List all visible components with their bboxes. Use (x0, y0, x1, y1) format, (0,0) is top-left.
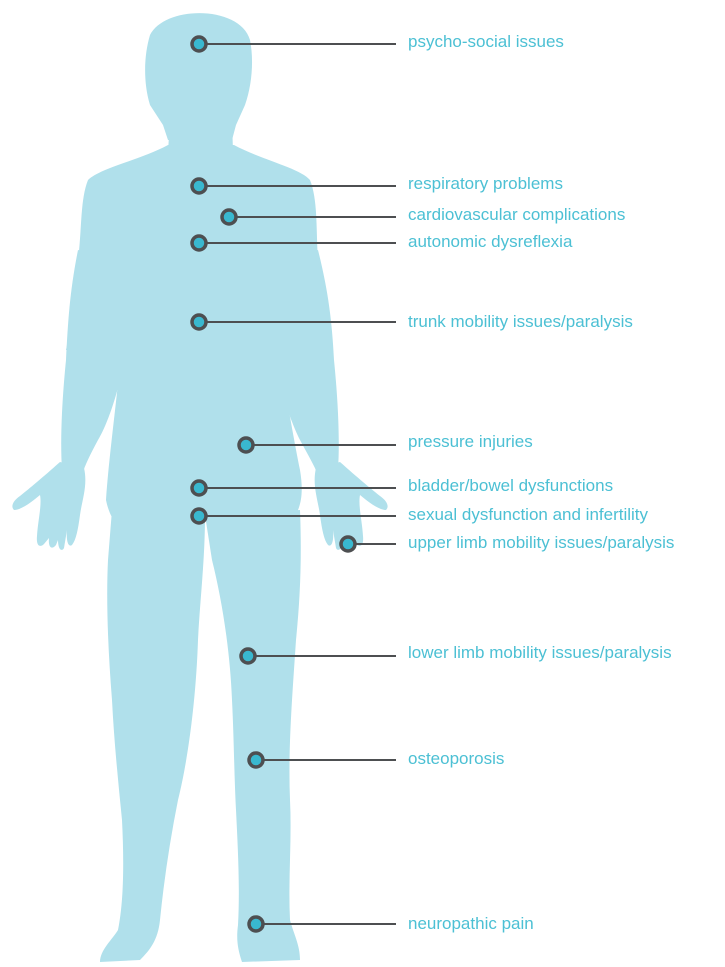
marker-lower-limb (241, 649, 255, 663)
label-cardiovascular: cardiovascular complications (408, 205, 625, 225)
label-bladder-bowel: bladder/bowel dysfunctions (408, 476, 613, 496)
label-respiratory: respiratory problems (408, 174, 563, 194)
label-trunk: trunk mobility issues/paralysis (408, 312, 633, 332)
silhouette-left-leg (100, 510, 205, 962)
marker-sexual (192, 509, 206, 523)
label-pressure: pressure injuries (408, 432, 533, 452)
label-autonomic: autonomic dysreflexia (408, 232, 572, 252)
label-lower-limb: lower limb mobility issues/paralysis (408, 643, 672, 663)
marker-autonomic (192, 236, 206, 250)
marker-respiratory (192, 179, 206, 193)
marker-trunk (192, 315, 206, 329)
marker-neuropathic (249, 917, 263, 931)
marker-cardiovascular (222, 210, 236, 224)
marker-bladder-bowel (192, 481, 206, 495)
label-upper-limb: upper limb mobility issues/paralysis (408, 533, 674, 553)
label-neuropathic: neuropathic pain (408, 914, 534, 934)
label-psycho-social: psycho-social issues (408, 32, 564, 52)
marker-upper-limb (341, 537, 355, 551)
marker-osteoporosis (249, 753, 263, 767)
label-osteoporosis: osteoporosis (408, 749, 504, 769)
marker-pressure (239, 438, 253, 452)
silhouette-left-hand (12, 462, 85, 550)
silhouette-right-leg (205, 510, 301, 962)
label-sexual: sexual dysfunction and infertility (408, 505, 648, 525)
marker-psycho-social (192, 37, 206, 51)
